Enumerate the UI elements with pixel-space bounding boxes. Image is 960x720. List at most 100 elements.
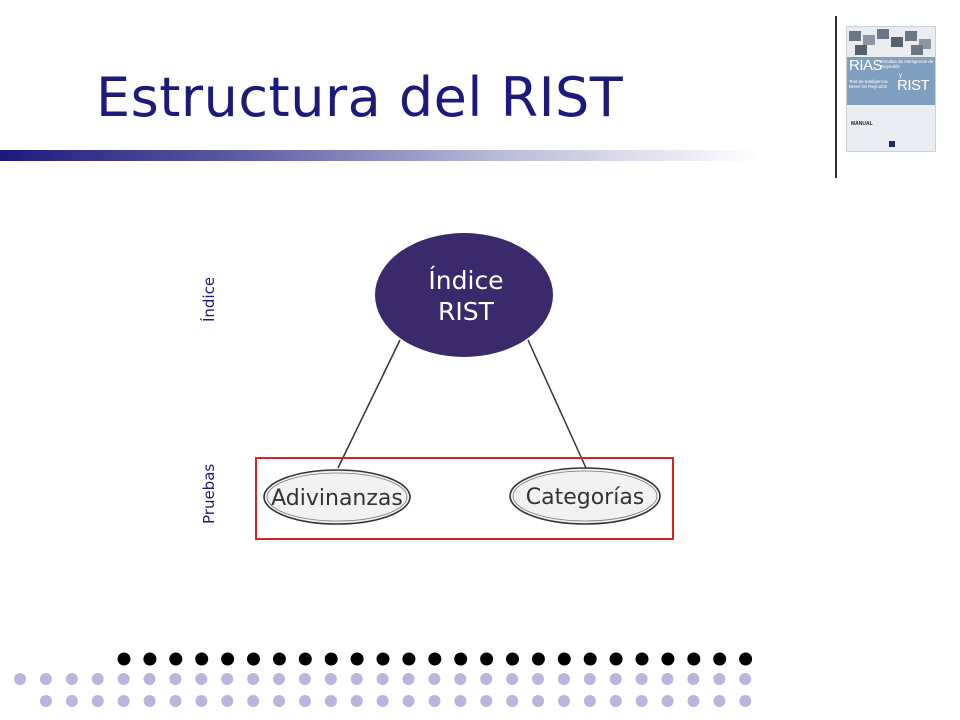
child-node-categorias-inner: [512, 470, 658, 522]
dot-light-b-8: [247, 695, 260, 707]
child-label-categorias: Categorías: [526, 485, 645, 510]
dot-dark-22: [687, 652, 701, 666]
dot-light-b-5: [169, 695, 182, 707]
root-node-label-line2: RIST: [438, 297, 495, 326]
cover-rias-title: RIAS: [849, 57, 883, 74]
dot-light-a-4: [117, 673, 130, 685]
dot-light-a-2: [65, 673, 78, 685]
decorative-dot-row-light-1: [14, 673, 752, 685]
dot-dark-21: [661, 652, 675, 666]
dot-light-a-25: [661, 673, 674, 685]
dot-light-b-25: [687, 695, 700, 707]
dot-light-a-9: [247, 673, 260, 685]
dot-light-b-3: [117, 695, 130, 707]
dot-dark-17: [557, 652, 571, 666]
dot-light-b-4: [143, 695, 156, 707]
dot-light-b-17: [480, 695, 493, 707]
dot-light-b-27: [739, 695, 752, 707]
dot-light-a-14: [376, 673, 389, 685]
dot-dark-12: [428, 652, 442, 666]
dot-dark-3: [195, 652, 209, 666]
dot-light-a-17: [454, 673, 467, 685]
dot-light-b-6: [195, 695, 208, 707]
dot-light-b-24: [661, 695, 674, 707]
dot-light-a-11: [298, 673, 311, 685]
dot-dark-18: [583, 652, 597, 666]
cover-connector: y: [899, 73, 902, 79]
child-node-adivinanzas-inner: [266, 472, 408, 522]
dot-dark-16: [531, 652, 545, 666]
dot-light-b-0: [40, 695, 52, 707]
cover-manual-label: MANUAL: [851, 121, 873, 127]
dot-light-a-20: [532, 673, 544, 685]
level-label-tests: Pruebas: [200, 464, 218, 524]
child-node-categorias: [509, 467, 661, 525]
dot-light-a-15: [402, 673, 415, 685]
dot-light-b-2: [91, 695, 104, 707]
publisher-logo: [889, 141, 895, 147]
manual-cover-image: RIAS Escalas de Inteligencia de Reynolds…: [846, 26, 936, 152]
dot-light-b-7: [221, 695, 234, 707]
decorative-dot-row-dark: [117, 652, 753, 666]
dot-light-a-0: [14, 673, 26, 685]
dot-light-b-26: [713, 695, 726, 707]
dot-dark-9: [350, 652, 364, 666]
dot-dark-20: [635, 652, 649, 666]
dot-dark-0: [117, 652, 131, 666]
dot-light-b-9: [273, 695, 286, 707]
dot-dark-1: [143, 652, 157, 666]
dot-light-a-1: [39, 673, 52, 685]
dot-light-b-12: [350, 695, 363, 707]
dot-dark-8: [324, 652, 338, 666]
dot-light-a-27: [713, 673, 726, 685]
dot-light-a-16: [428, 673, 441, 685]
dot-light-b-14: [402, 695, 415, 707]
dot-light-b-1: [65, 695, 78, 707]
dot-dark-23: [713, 652, 727, 666]
dot-light-a-18: [480, 673, 493, 685]
dot-light-b-18: [506, 695, 519, 707]
dot-dark-15: [506, 652, 519, 666]
dot-light-a-8: [221, 673, 234, 685]
decorative-dot-row-light-2: [40, 695, 752, 707]
cover-title-band: [847, 57, 935, 105]
dot-dark-7: [298, 652, 312, 666]
level-label-index: Índice: [199, 277, 218, 322]
dot-light-a-6: [169, 673, 182, 685]
dot-light-a-26: [687, 673, 700, 685]
tests-highlight-box: [255, 457, 674, 540]
dot-light-a-12: [324, 673, 337, 685]
connector-left: [337, 339, 401, 469]
dot-light-a-21: [557, 673, 570, 685]
dot-light-a-19: [506, 673, 519, 685]
dot-light-b-20: [558, 695, 570, 707]
title-underline-bar: [0, 150, 760, 161]
cover-rist-title: RIST: [897, 77, 930, 94]
child-node-adivinanzas: [263, 469, 411, 525]
vertical-divider: [835, 16, 837, 178]
dot-dark-19: [609, 652, 623, 666]
dot-light-a-5: [143, 673, 156, 685]
dot-light-b-21: [583, 695, 596, 707]
dot-dark-6: [272, 652, 286, 666]
dot-dark-2: [169, 652, 183, 666]
dot-light-a-22: [583, 673, 596, 685]
dot-light-b-22: [609, 695, 622, 707]
dot-light-b-13: [376, 695, 389, 707]
dot-light-a-23: [609, 673, 622, 685]
dot-dark-13: [454, 652, 468, 666]
dot-light-b-23: [635, 695, 648, 707]
dot-light-a-7: [195, 673, 208, 685]
cover-rist-subtitle: Test de Inteligencia Breve de Reynolds: [849, 79, 888, 89]
dot-light-b-19: [532, 695, 545, 707]
dot-light-b-15: [428, 695, 441, 707]
slide-title: Estructura del RIST: [96, 66, 624, 129]
dot-light-a-13: [350, 673, 363, 685]
dot-dark-4: [221, 652, 235, 666]
dot-light-b-10: [299, 695, 311, 707]
dot-dark-5: [247, 652, 260, 666]
root-node-label-line1: Índice: [428, 266, 503, 295]
dot-dark-10: [376, 652, 390, 666]
dot-dark-11: [402, 652, 416, 666]
